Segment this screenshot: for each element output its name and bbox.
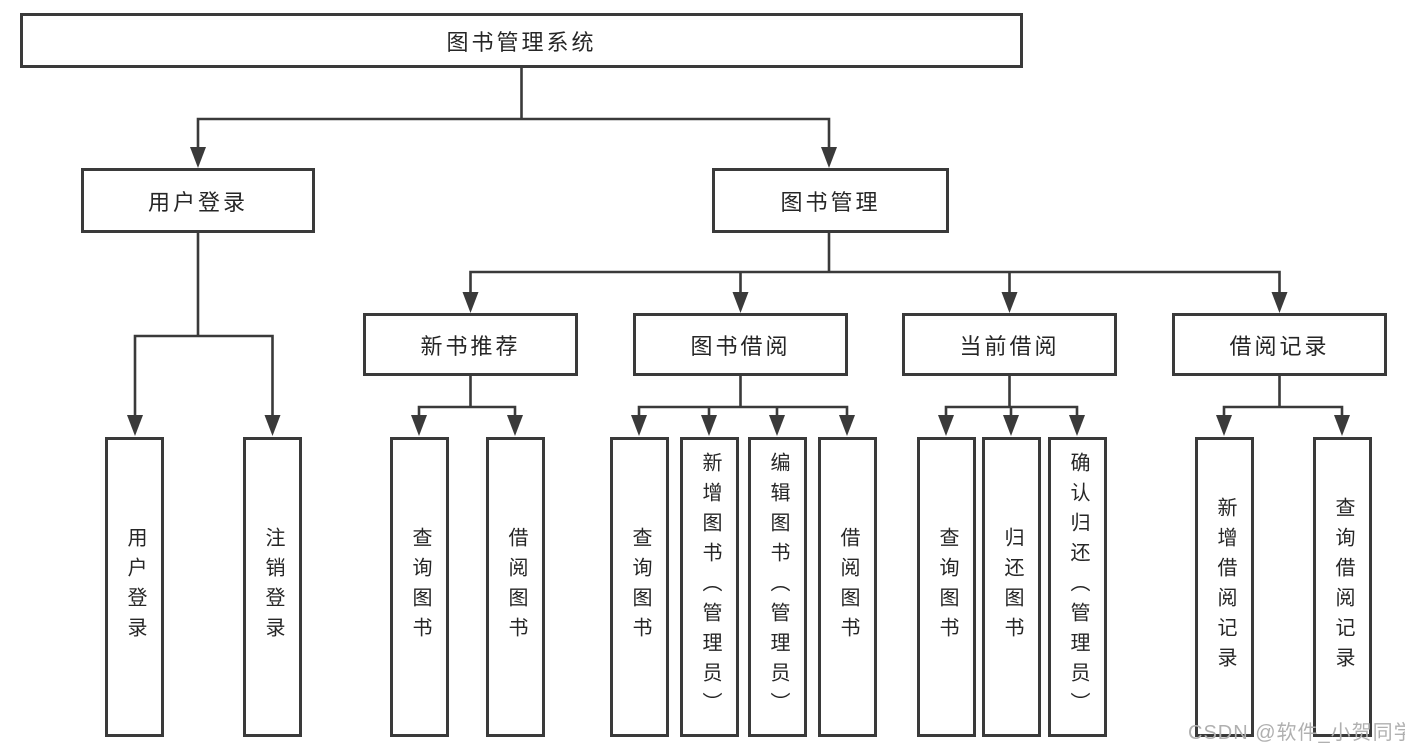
node-book-management: 图书管理 bbox=[712, 168, 949, 233]
connector-edges bbox=[133, 68, 1344, 416]
leaf-query-books-2: 查询图书 bbox=[610, 437, 669, 737]
node-library-management-system: 图书管理系统 bbox=[20, 13, 1023, 68]
leaf-query-borrow-record: 查询借阅记录 bbox=[1313, 437, 1372, 737]
leaf-edit-books-admin: 编辑图书（管理员） bbox=[748, 437, 807, 737]
leaf-add-borrow-record: 新增借阅记录 bbox=[1195, 437, 1254, 737]
node-user-login: 用户登录 bbox=[81, 168, 315, 233]
arrowhead-icons bbox=[127, 147, 1350, 436]
node-new-book-recommend: 新书推荐 bbox=[363, 313, 578, 376]
csdn-watermark: CSDN @软件_小贺同学 bbox=[1188, 722, 1405, 744]
leaf-borrow-books-1: 借阅图书 bbox=[486, 437, 545, 737]
leaf-return-books: 归还图书 bbox=[982, 437, 1041, 737]
node-borrow-record: 借阅记录 bbox=[1172, 313, 1387, 376]
leaf-user-login: 用户登录 bbox=[105, 437, 164, 737]
node-current-borrow: 当前借阅 bbox=[902, 313, 1117, 376]
leaf-confirm-return-admin: 确认归还（管理员） bbox=[1048, 437, 1107, 737]
leaf-query-books-3: 查询图书 bbox=[917, 437, 976, 737]
node-book-borrow: 图书借阅 bbox=[633, 313, 848, 376]
leaf-query-books-1: 查询图书 bbox=[390, 437, 449, 737]
leaf-borrow-books-2: 借阅图书 bbox=[818, 437, 877, 737]
leaf-add-books-admin: 新增图书（管理员） bbox=[680, 437, 739, 737]
leaf-logout: 注销登录 bbox=[243, 437, 302, 737]
